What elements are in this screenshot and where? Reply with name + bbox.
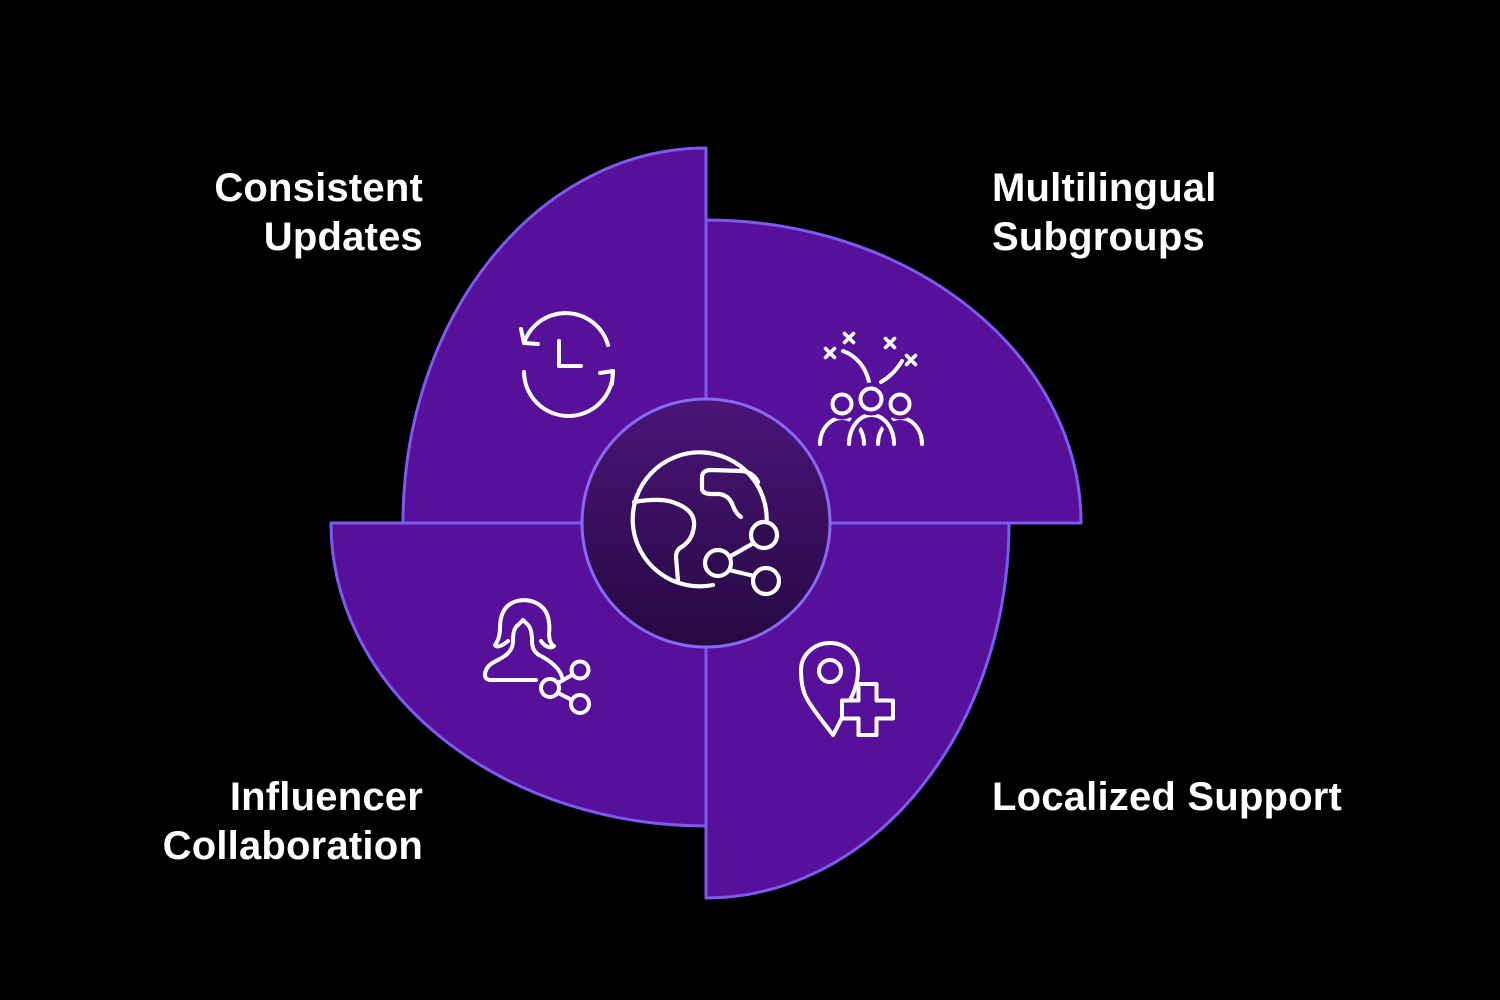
label-localized-support: Localized Support bbox=[992, 775, 1343, 819]
label-multilingual-subgroups: Multilingual Subgroups bbox=[992, 166, 1217, 259]
person-share-icon bbox=[483, 598, 591, 715]
location-plus-icon bbox=[799, 641, 895, 737]
center-badge bbox=[580, 397, 832, 649]
globe-share-icon bbox=[630, 450, 782, 597]
celebration-people-icon bbox=[818, 331, 924, 450]
sparkle-x-marks bbox=[823, 331, 918, 367]
sync-clock-icon bbox=[519, 311, 616, 418]
label-consistent-updates: Consistent Updates bbox=[214, 166, 423, 259]
label-influencer-collaboration: Influencer Collaboration bbox=[162, 775, 423, 868]
